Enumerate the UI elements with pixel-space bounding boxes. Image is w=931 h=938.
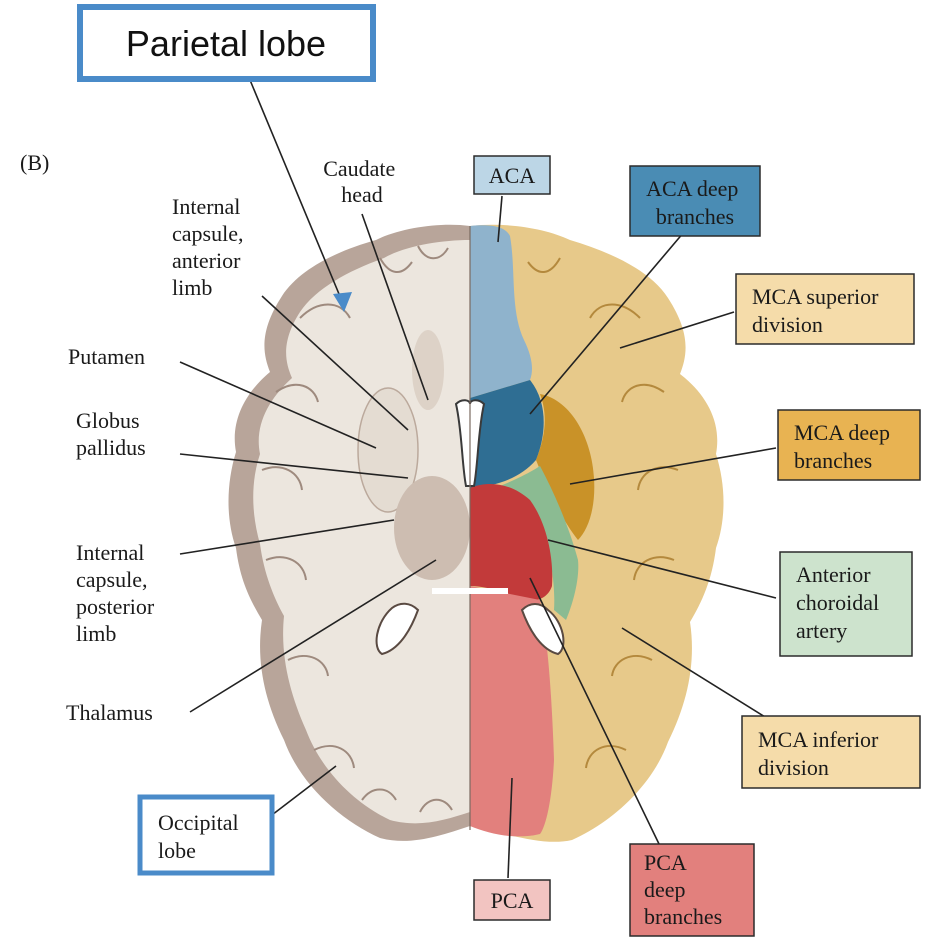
mca-sup-line-2: division (752, 312, 823, 337)
icp-line-2: capsule, (76, 567, 147, 592)
ica-line-2: capsule, (172, 221, 243, 246)
box-mca-inferior: MCA inferior division (742, 716, 920, 788)
left-thalamus (394, 476, 470, 580)
parietal-lobe-callout: Parietal lobe (80, 7, 373, 79)
label-thalamus: Thalamus (66, 700, 153, 725)
mca-sup-line-1: MCA superior (752, 284, 879, 309)
aca-deep-line-2: branches (656, 204, 734, 229)
caudate-line-1: Caudate (323, 156, 395, 181)
pca-deep-line-1: PCA (644, 850, 687, 875)
box-anterior-choroidal: Anterior choroidal artery (780, 552, 912, 656)
box-pca-label: PCA (491, 888, 534, 913)
box-aca-deep: ACA deep branches (630, 166, 760, 236)
mca-deep-line-2: branches (794, 448, 872, 473)
parietal-lobe-label: Parietal lobe (126, 23, 326, 64)
box-pca: PCA (474, 880, 550, 920)
aca-deep-line-1: ACA deep (646, 176, 738, 201)
ant-ch-line-1: Anterior (796, 562, 871, 587)
posterior-ventricle-bridge (432, 588, 508, 594)
panel-tag: (B) (20, 150, 49, 175)
box-mca-superior: MCA superior division (736, 274, 914, 344)
pca-deep-line-2: deep (644, 877, 686, 902)
label-globus-pallidus: Globus pallidus (76, 408, 146, 460)
occipital-line-1: Occipital (158, 810, 239, 835)
icp-line-4: limb (76, 621, 116, 646)
occipital-lobe-callout: Occipital lobe (140, 797, 272, 873)
leader-parietal (250, 80, 344, 306)
icp-line-3: posterior (76, 594, 155, 619)
ica-line-3: anterior (172, 248, 241, 273)
icp-line-1: Internal (76, 540, 144, 565)
ant-ch-line-2: choroidal (796, 590, 879, 615)
box-aca: ACA (474, 156, 550, 194)
label-ic-anterior: Internal capsule, anterior limb (172, 194, 249, 300)
left-hemisphere (229, 225, 471, 841)
label-putamen: Putamen (68, 344, 145, 369)
occipital-line-2: lobe (158, 838, 196, 863)
mca-inf-line-1: MCA inferior (758, 727, 879, 752)
pca-deep-line-3: branches (644, 904, 722, 929)
globus-line-2: pallidus (76, 435, 146, 460)
label-ic-posterior: Internal capsule, posterior limb (76, 540, 160, 646)
globus-line-1: Globus (76, 408, 140, 433)
right-hemisphere (470, 225, 724, 842)
mca-deep-line-1: MCA deep (794, 420, 890, 445)
thalamus-line-1: Thalamus (66, 700, 153, 725)
ica-line-1: Internal (172, 194, 240, 219)
ant-ch-line-3: artery (796, 618, 847, 643)
box-pca-deep: PCA deep branches (630, 844, 754, 936)
putamen-line-1: Putamen (68, 344, 145, 369)
mca-inf-line-2: division (758, 755, 829, 780)
box-mca-deep: MCA deep branches (778, 410, 920, 480)
box-aca-label: ACA (489, 163, 536, 188)
caudate-line-2: head (341, 182, 383, 207)
label-caudate-head: Caudate head (323, 156, 401, 207)
ica-line-4: limb (172, 275, 212, 300)
